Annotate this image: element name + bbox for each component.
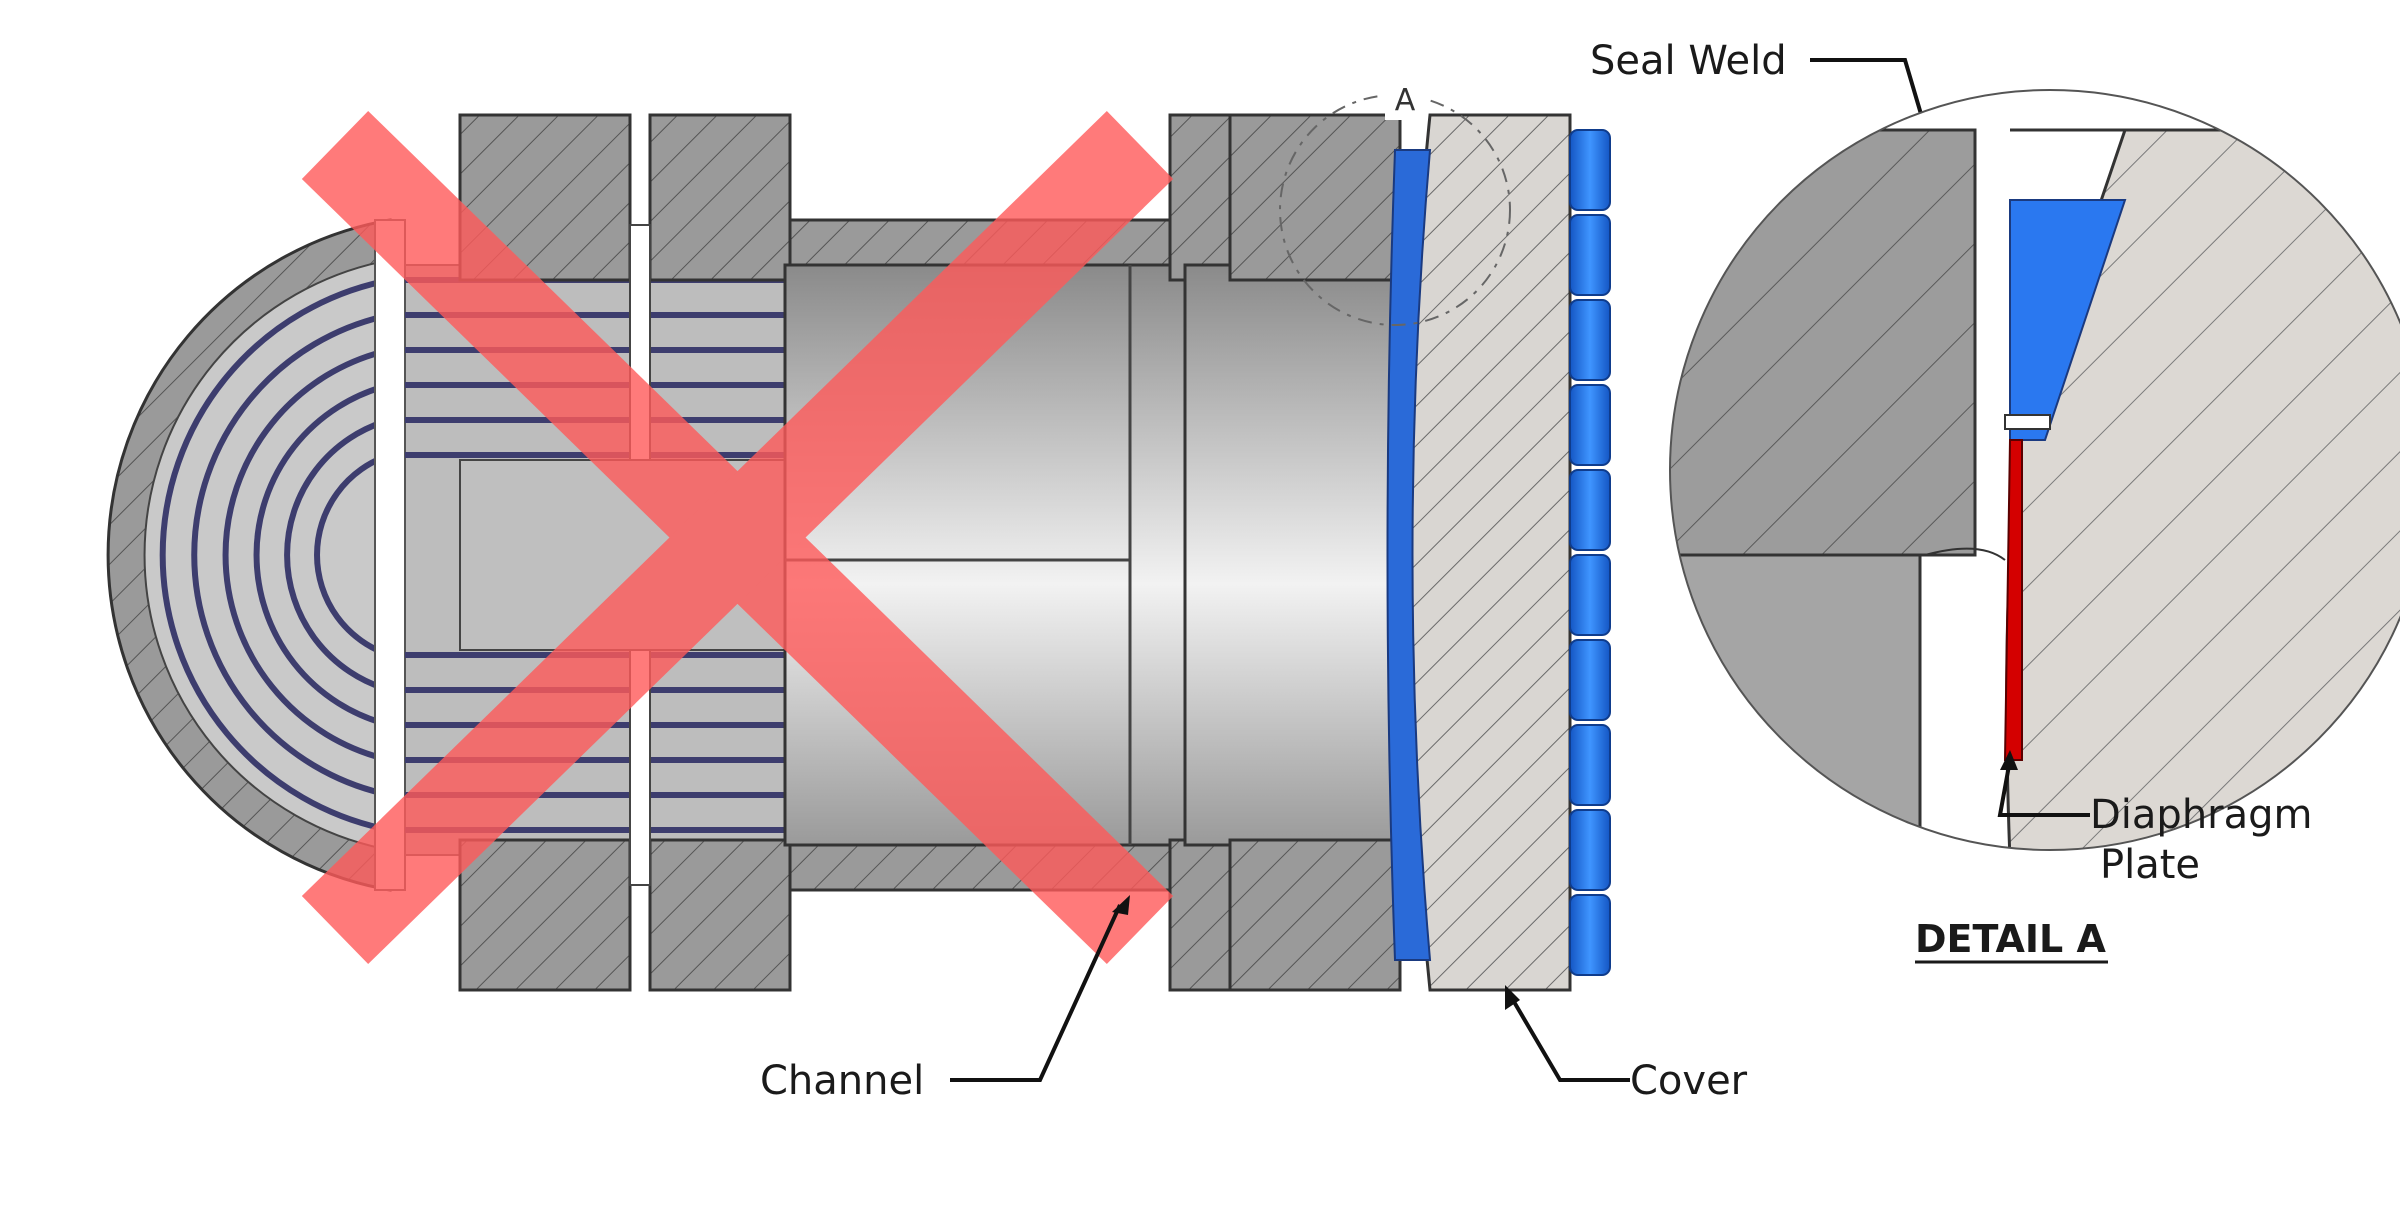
cover-bolts (1569, 129, 1611, 976)
x-mark-icon (301, 110, 1174, 965)
tube-bundle (106, 218, 406, 892)
cover (1386, 113, 1572, 992)
channel-body (783, 113, 1402, 992)
detail-a-callout: A (1279, 80, 1511, 326)
detail-a-title: DETAIL A (1915, 917, 2106, 961)
detail-a-view: Diaphragm Plate DETAIL A (1669, 89, 2400, 964)
detail-callout-letter: A (1395, 83, 1416, 118)
diaphragm-label-line1: Diaphragm (2090, 792, 2312, 838)
seal-weld-label: Seal Weld (1590, 38, 1787, 84)
channel-label: Channel (760, 1058, 924, 1104)
cover-label: Cover (1630, 1058, 1748, 1104)
diaphragm-label-line2: Plate (2100, 842, 2200, 888)
